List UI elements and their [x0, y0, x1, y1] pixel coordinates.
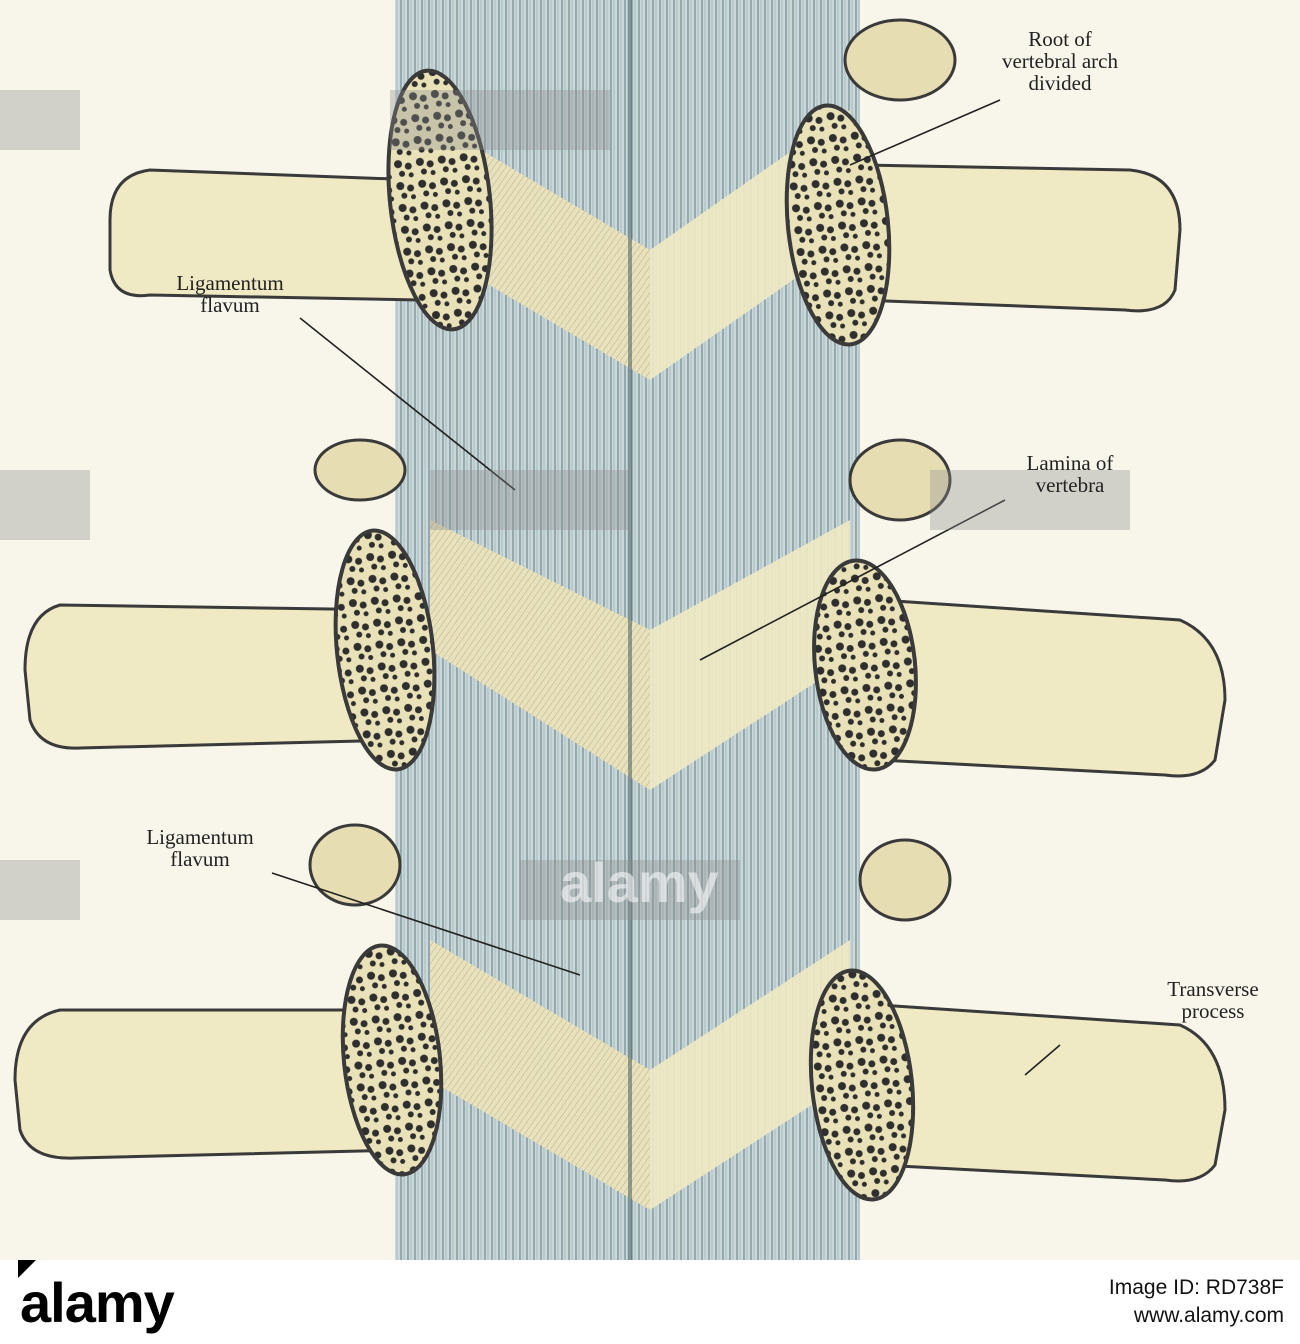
anatomical-illustration: Root of vertebral arch divided Ligamentu… — [0, 0, 1300, 1260]
left-transverse-processes — [13, 168, 422, 1160]
label-ligamentum-flavum-lower: Ligamentum flavum — [146, 825, 254, 871]
image-id: Image ID: RD738F — [1108, 1276, 1284, 1299]
cut-bone-surfaces — [333, 68, 918, 1202]
label-transverse-process: Transverse process — [1167, 977, 1259, 1023]
label-lamina-of-vertebra: Lamina of vertebra — [1026, 451, 1114, 497]
alamy-logo: alamy — [18, 1260, 175, 1335]
watermark-tiles — [0, 90, 1130, 920]
right-transverse-processes — [858, 163, 1227, 1183]
leader-lines — [271, 99, 1061, 1076]
logo-text: alamy — [20, 1271, 175, 1334]
footer-bar: alamy Image ID: RD738F www.alamy.com — [0, 1260, 1300, 1344]
site-url: www.alamy.com — [1133, 1304, 1284, 1327]
logo-triangle-icon — [18, 1260, 36, 1278]
label-ligamentum-flavum-upper: Ligamentum flavum — [176, 271, 284, 317]
articular-processes — [308, 18, 957, 922]
image-info: Image ID: RD738F www.alamy.com — [1109, 1274, 1284, 1330]
watermark-text: alamy — [560, 851, 719, 914]
label-root-of-vertebral-arch: Root of vertebral arch divided — [1001, 27, 1118, 95]
spine-drawing — [0, 0, 1227, 1260]
